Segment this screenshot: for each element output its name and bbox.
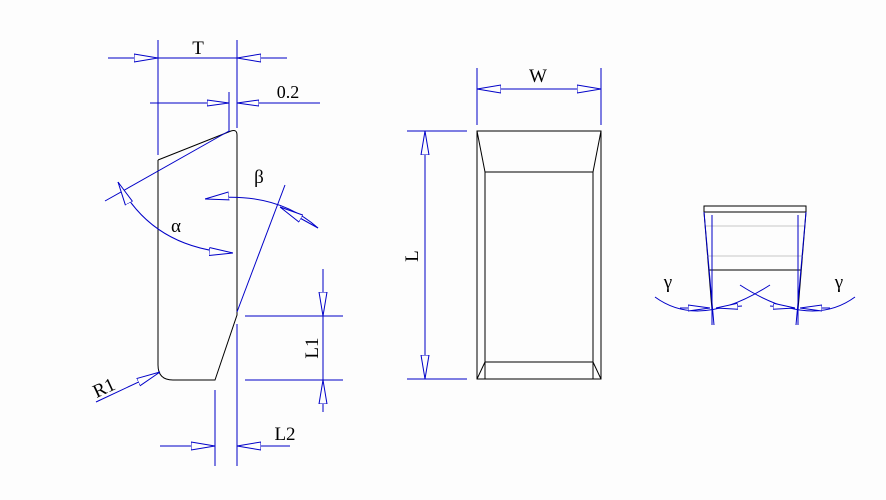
- front-outline: [476, 130, 602, 380]
- dimension-alpha: [104, 130, 233, 253]
- beta-ext-line: [236, 184, 286, 313]
- dimension-gamma-left: [654, 211, 771, 326]
- label-alpha: α: [171, 216, 181, 237]
- gamma-right-ext-slanted: [795, 211, 807, 326]
- dimension-R1: [95, 372, 160, 403]
- label-gamma-left: γ: [663, 272, 672, 293]
- gamma-left-arrow-2: [716, 306, 743, 308]
- dimension-L: [407, 130, 467, 380]
- dimension-gamma-right: [739, 211, 856, 326]
- label-W: W: [529, 66, 547, 87]
- front-left-chamfer: [476, 130, 486, 173]
- beta-arc: [205, 197, 319, 229]
- label-L2: L2: [274, 424, 295, 445]
- label-L: L: [402, 250, 423, 262]
- dimension-L1: [245, 269, 343, 412]
- dimension-T: [108, 40, 287, 155]
- dimension-W: [476, 68, 602, 125]
- dimension-L2: [160, 324, 290, 466]
- alpha-arc: [118, 182, 233, 253]
- end-top-plate: [703, 205, 807, 213]
- front-bottom-left-chamfer: [476, 361, 486, 380]
- label-offset: 0.2: [277, 82, 300, 102]
- front-view: [476, 130, 602, 380]
- gamma-left-ext-slanted: [703, 211, 715, 326]
- label-T: T: [192, 38, 204, 59]
- gamma-right-arrow-1: [769, 306, 795, 308]
- side-view: [157, 130, 238, 381]
- end-body-outline: [703, 211, 807, 311]
- dimension-offset: [150, 92, 320, 132]
- label-R1: R1: [90, 374, 119, 402]
- front-right-chamfer: [592, 130, 602, 173]
- R1-leader: [95, 372, 160, 403]
- label-L1: L1: [302, 337, 323, 358]
- alpha-ext-line: [104, 130, 230, 202]
- label-gamma-right: γ: [834, 272, 843, 293]
- label-beta: β: [254, 167, 264, 188]
- beta-arrow-right: [280, 207, 319, 229]
- side-profile-outline: [157, 130, 238, 381]
- dimension-beta: [205, 184, 319, 313]
- front-bottom-right-chamfer: [592, 361, 602, 380]
